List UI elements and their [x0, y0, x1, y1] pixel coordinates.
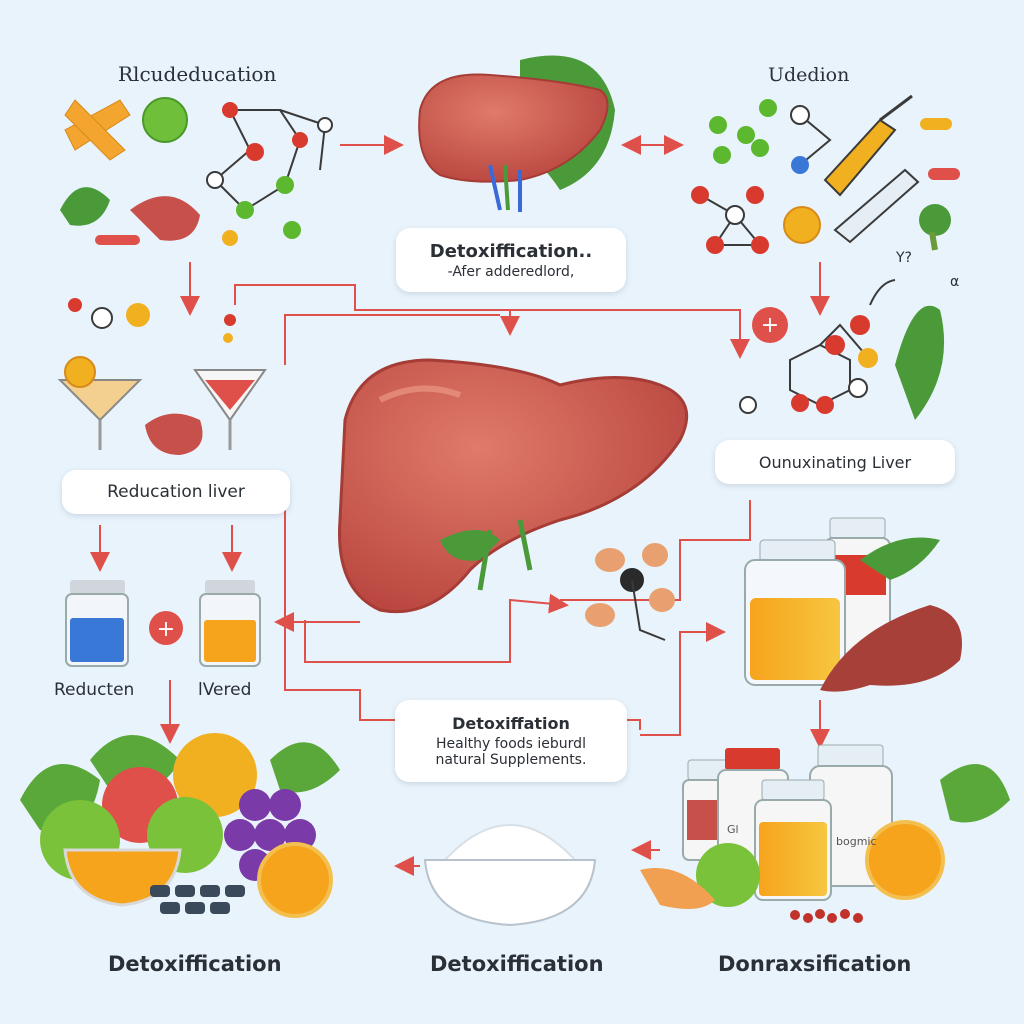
svg-text:+: + — [761, 313, 779, 338]
left-mid-drinks — [57, 298, 267, 455]
label-vial-right: lVered — [198, 680, 252, 700]
svg-text:+: + — [157, 617, 175, 642]
connector-lines — [90, 135, 830, 876]
center-right-molecule — [585, 543, 675, 641]
label-vial-left: Reducten — [54, 680, 135, 700]
label-top-left: Rlcudeducation — [118, 62, 277, 86]
top-left-molecules — [60, 97, 333, 246]
box-center-bottom: Detoxiffation Healthy foods ieburdl natu… — [395, 700, 627, 782]
box-top-center-title: Detoxiffication.. — [429, 240, 593, 262]
top-liver-illustration — [418, 55, 615, 212]
box-left-mid: Reducation liver — [62, 470, 290, 514]
label-greek-y: Y? — [896, 250, 912, 266]
label-bottom-left: Detoxiffication — [108, 952, 282, 976]
bottom-left-fruits — [20, 733, 340, 918]
bottle-tag-left: Gl — [727, 823, 739, 836]
label-bottom-right: Donraxsification — [718, 952, 912, 976]
bottom-center-powder — [423, 824, 597, 927]
box-center-bottom-line1: Healthy foods ieburdl — [436, 736, 586, 752]
left-vials: + — [65, 580, 261, 667]
center-liver-illustration — [338, 358, 689, 614]
label-bottom-center: Detoxiffication — [430, 952, 604, 976]
right-jars — [744, 517, 962, 692]
box-right-mid: Ounuxinating Liver — [715, 440, 955, 484]
bottom-right-supplements — [640, 744, 1010, 923]
box-top-center: Detoxiffication.. -Afer adderedlord, — [396, 228, 626, 292]
box-top-center-sub: -Afer adderedlord, — [447, 263, 575, 280]
right-mid-molecules: + — [739, 279, 945, 420]
bottle-tag-right: bogmic — [836, 835, 877, 848]
box-center-bottom-line2: natural Supplements. — [435, 752, 587, 768]
label-greek-a: α — [950, 274, 960, 290]
label-top-right: Udedion — [768, 64, 850, 86]
box-center-bottom-title: Detoxiffation — [452, 714, 570, 733]
top-right-molecules — [691, 94, 960, 254]
